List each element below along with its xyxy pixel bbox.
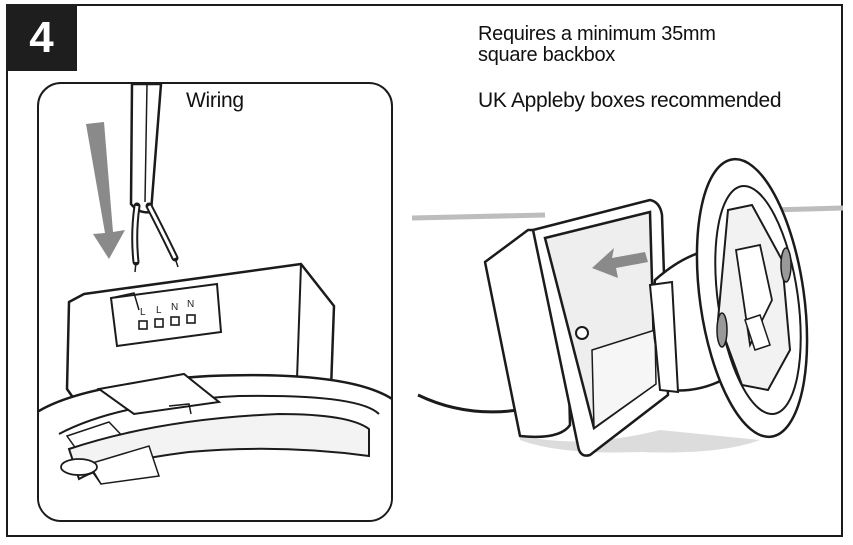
- terminal-label: N: [187, 299, 194, 310]
- terminal-slots: [138, 314, 196, 330]
- downward-arrow: [86, 122, 125, 259]
- requirement-line: square backbox: [478, 44, 616, 66]
- terminal-label: L: [156, 305, 162, 316]
- terminal-block: [109, 282, 223, 348]
- wiring-label: Wiring: [186, 89, 244, 112]
- wiring-panel: L L N N: [37, 82, 393, 522]
- terminal-label: L: [140, 307, 146, 318]
- backbox-requirement: Requires a minimum 35mm square backbox: [478, 24, 716, 66]
- step-number: 4: [29, 12, 54, 62]
- backbox-recommendation: UK Appleby boxes recommended: [478, 89, 782, 112]
- requirement-line: Requires a minimum 35mm: [478, 23, 716, 45]
- wiring-illustration: L L N N: [39, 84, 391, 520]
- step-number-badge: 4: [6, 4, 77, 71]
- terminal-label: N: [171, 302, 178, 313]
